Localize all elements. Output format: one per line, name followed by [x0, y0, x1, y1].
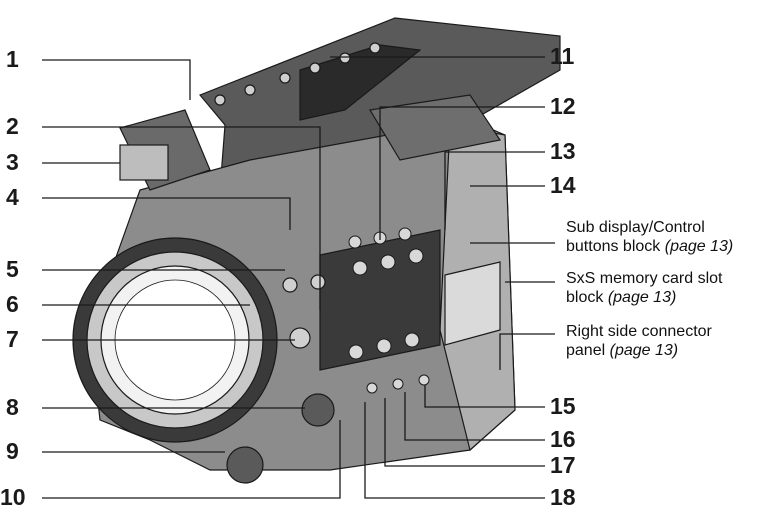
callout-1: 1: [6, 46, 19, 72]
label-connector-line1: Right side connector: [566, 323, 712, 340]
callout-18: 18: [550, 484, 576, 510]
callout-17: 17: [550, 452, 576, 478]
control-buttons: [348, 227, 430, 394]
callout-5: 5: [6, 256, 19, 282]
callout-7: 7: [6, 326, 19, 352]
callout-16: 16: [550, 426, 576, 452]
callout-9: 9: [6, 438, 19, 464]
callout-12: 12: [550, 93, 576, 119]
callout-10: 10: [0, 484, 26, 510]
leader-lines: [42, 56, 555, 499]
label-sxs-line2: block: [566, 289, 604, 306]
label-sub-display-line1: Sub display/Control: [566, 219, 705, 236]
callout-2: 2: [6, 113, 19, 139]
label-sub-display-block: Sub display/Control buttons block (page …: [566, 218, 733, 256]
label-sub-display-line2: buttons block: [566, 238, 661, 255]
label-right-connector-panel: Right side connector panel (page 13): [566, 322, 712, 360]
callout-14: 14: [550, 172, 576, 198]
label-sxs-line1: SxS memory card slot: [566, 270, 723, 287]
callout-8: 8: [6, 394, 19, 420]
label-sxs-slot-block: SxS memory card slot block (page 13): [566, 269, 722, 307]
label-connector-page: (page 13): [609, 342, 679, 359]
callout-3: 3: [6, 149, 19, 175]
callout-6: 6: [6, 291, 19, 317]
callout-11: 11: [550, 43, 575, 69]
label-connector-line2: panel: [566, 342, 606, 359]
label-sub-display-page: (page 13): [664, 238, 734, 255]
label-sxs-page: (page 13): [607, 289, 677, 306]
callout-13: 13: [550, 138, 576, 164]
camera-body: [72, 17, 561, 484]
callout-15: 15: [550, 393, 576, 419]
callout-4: 4: [6, 184, 19, 210]
